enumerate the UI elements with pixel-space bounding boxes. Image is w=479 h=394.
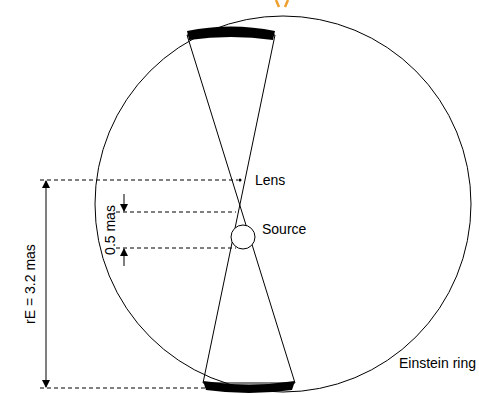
dimension-arrow [124, 194, 125, 211]
dimension-label: 0.5 mas [102, 205, 118, 255]
ring-label: Einstein ring [399, 355, 476, 371]
lens-point [239, 179, 242, 182]
dimension-arrow [46, 284, 47, 387]
dimension-arrow [46, 181, 47, 284]
einstein-ring [95, 16, 471, 392]
source-label: Source [262, 221, 306, 237]
light-ray [187, 35, 295, 383]
dimension-label: rE = 3.2 mas [22, 244, 38, 324]
dashed-guide [40, 180, 240, 388]
image-arc [187, 27, 275, 41]
dimension-arrow [124, 249, 125, 266]
source-circle [231, 225, 255, 249]
orange-mark [276, 0, 288, 7]
lens-label: Lens [255, 172, 285, 188]
